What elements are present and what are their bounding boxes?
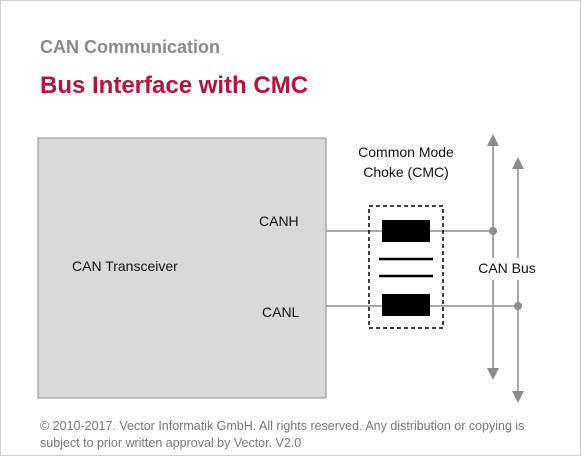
can-transceiver-label: CAN Transceiver bbox=[72, 258, 178, 274]
canh-junction bbox=[489, 227, 497, 235]
can-transceiver-block bbox=[37, 137, 327, 399]
cmc-label-line2: Choke (CMC) bbox=[363, 164, 449, 180]
canl-junction bbox=[514, 302, 522, 310]
cmc-winding-canh bbox=[382, 220, 430, 242]
slide-subtitle: CAN Communication bbox=[40, 37, 220, 57]
slide-title: Bus Interface with CMC bbox=[40, 72, 309, 99]
canh-label: CANH bbox=[259, 213, 299, 229]
can-bus-label-bg bbox=[474, 258, 540, 280]
copyright-line-1: © 2010-2017. Vector Informatik GmbH. All… bbox=[40, 419, 525, 433]
cmc-dashed-border bbox=[368, 205, 444, 329]
canl-label: CANL bbox=[262, 304, 300, 320]
can-bus-label: CAN Bus bbox=[478, 260, 536, 276]
copyright-footer: © 2010-2017. Vector Informatik GmbH. All… bbox=[40, 418, 560, 452]
copyright-line-2: subject to prior written approval by Vec… bbox=[40, 436, 302, 450]
cmc-winding-canl bbox=[382, 294, 430, 316]
cmc-label-line1: Common Mode bbox=[358, 144, 454, 160]
